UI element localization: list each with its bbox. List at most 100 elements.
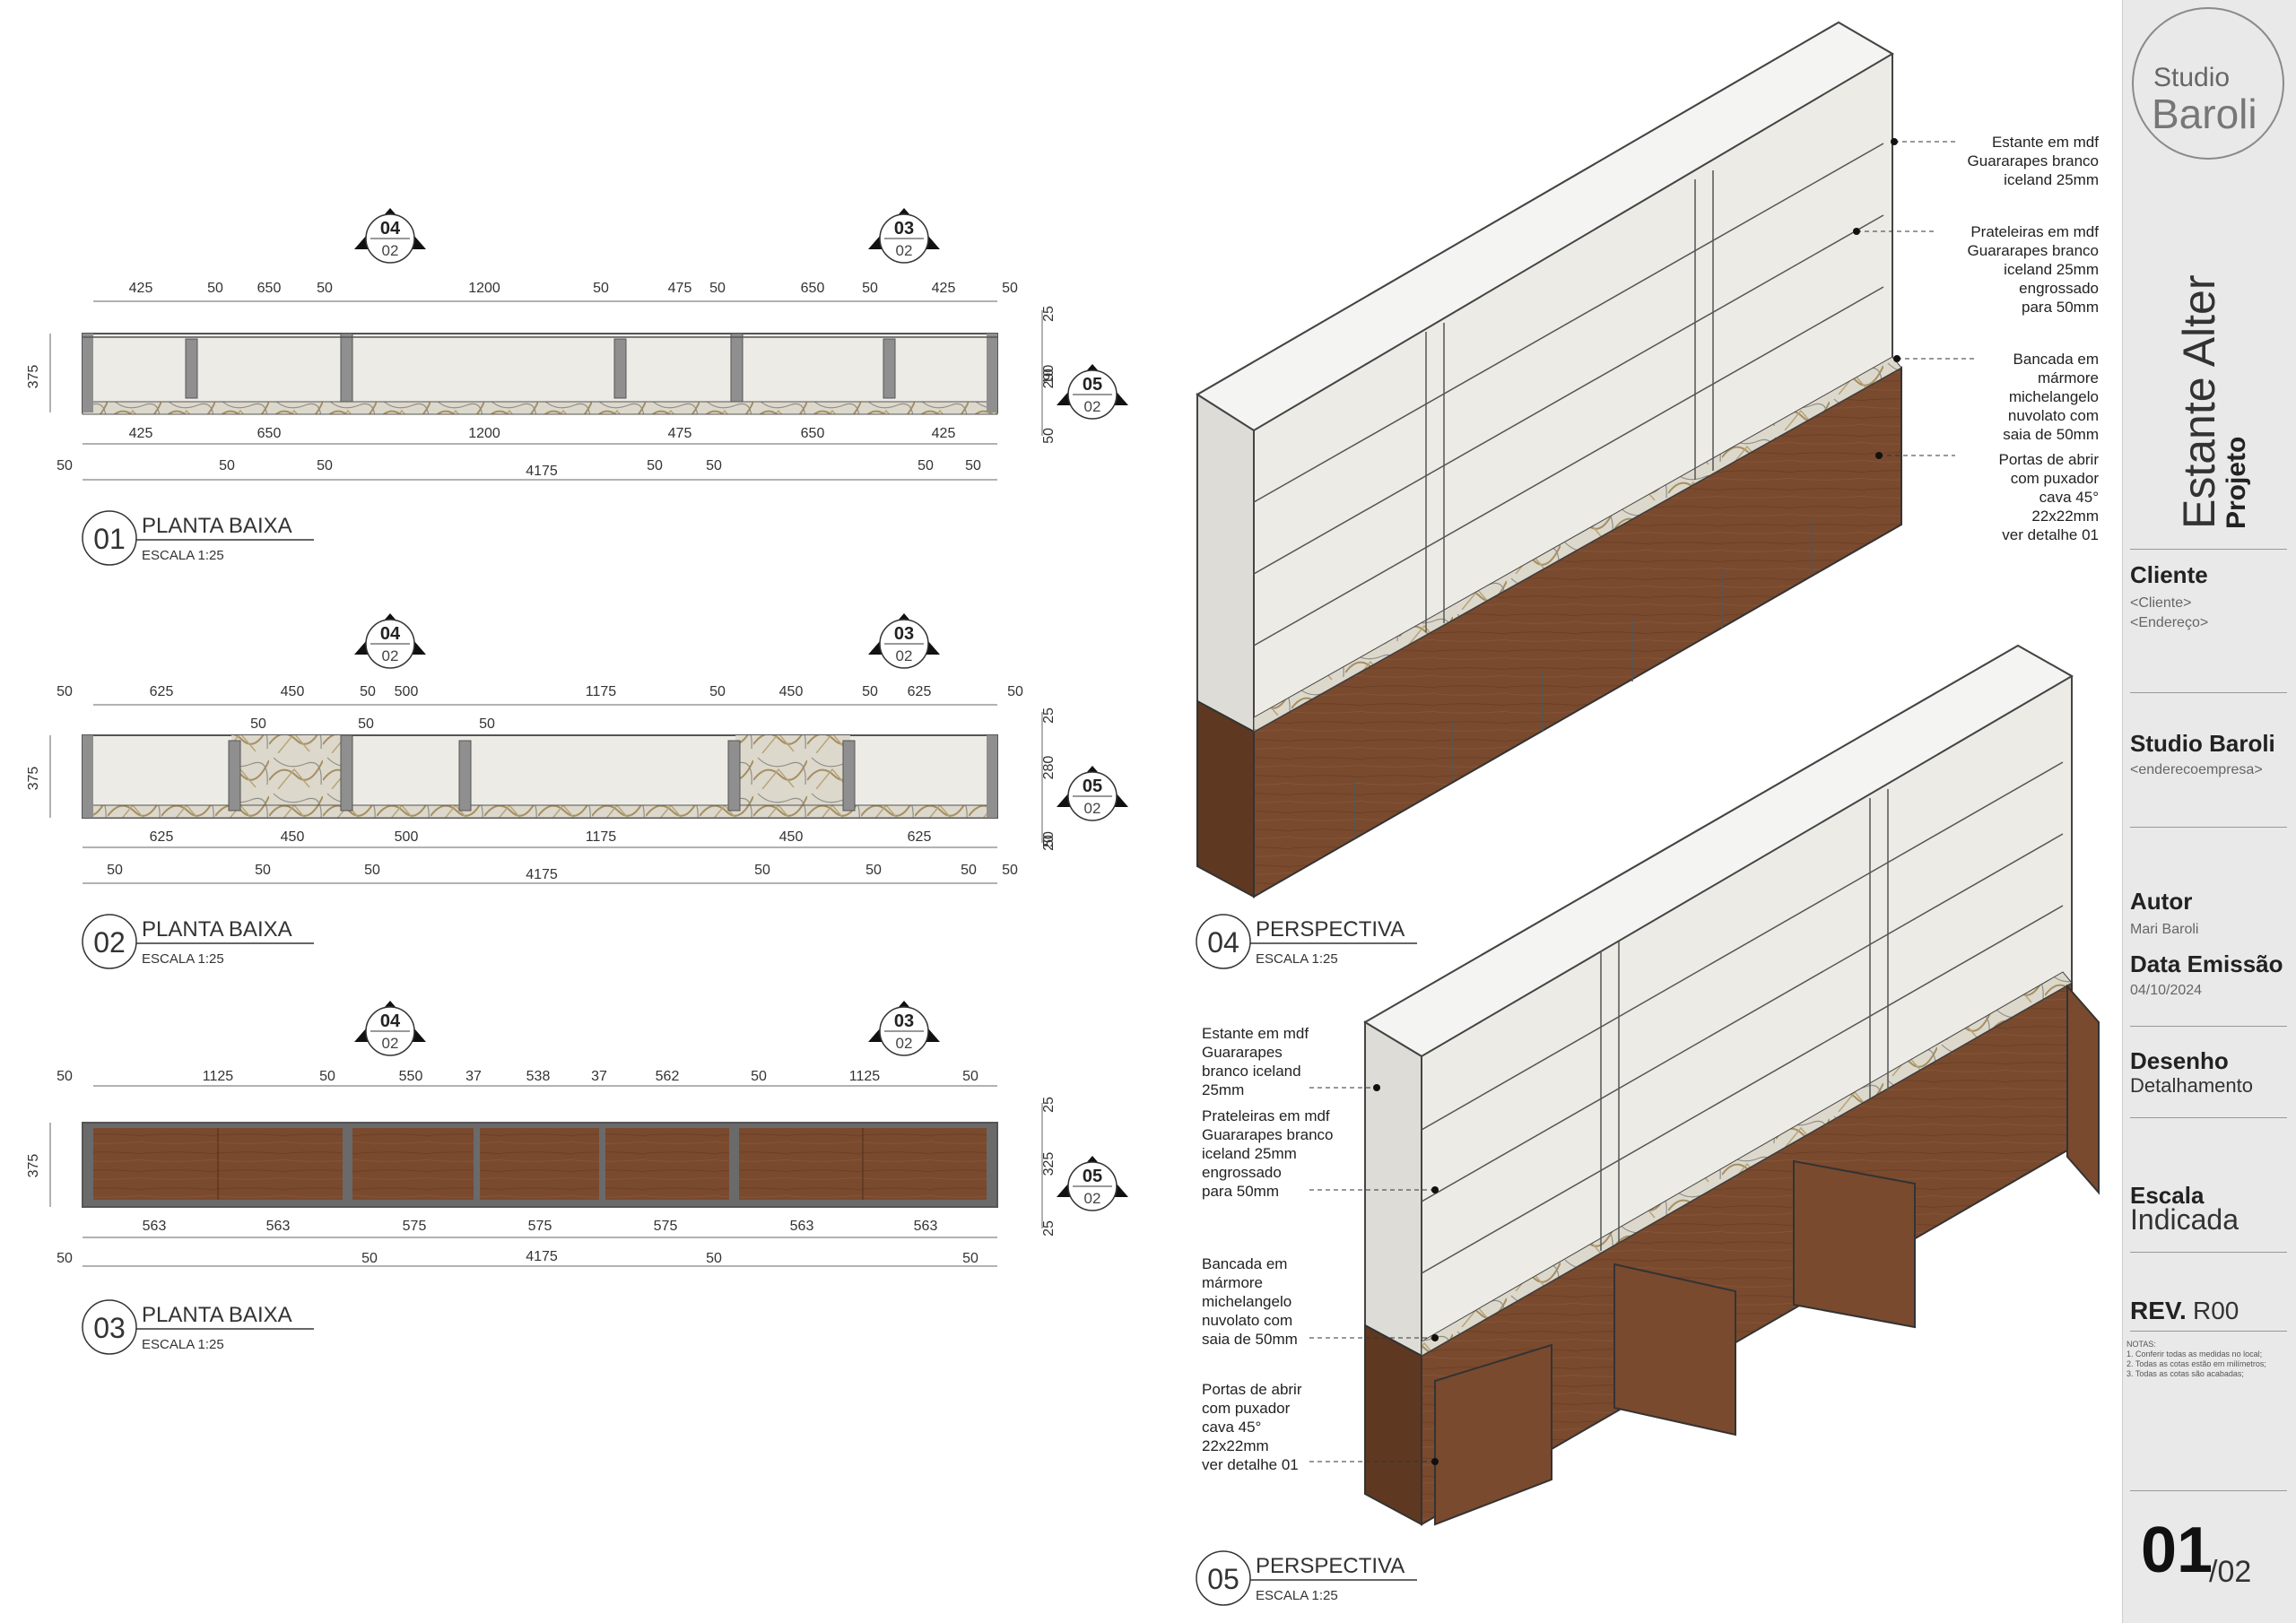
dimension-label: 50	[57, 1251, 73, 1266]
notes-line: 3. Todas as cotas são acabadas;	[2126, 1369, 2244, 1378]
scale-label: Escala	[2130, 1182, 2205, 1209]
divider	[2130, 1490, 2287, 1491]
dimension-label: 650	[801, 426, 825, 441]
material-note: engrossado	[2019, 280, 2099, 297]
dimension-label: 37	[591, 1069, 607, 1084]
material-note: Guararapes	[1202, 1044, 1283, 1061]
dimension-label: 50	[918, 458, 934, 473]
section-marker	[868, 208, 940, 264]
material-note: Portas de abrir	[1202, 1381, 1302, 1398]
notes-line: 2. Todas as cotas estão em milímetros;	[2126, 1359, 2266, 1368]
view-number: 01	[93, 523, 126, 555]
dimension-label: 450	[779, 684, 804, 699]
material-note: ver detalhe 01	[1202, 1456, 1299, 1473]
dimension-label: 50	[57, 458, 73, 473]
company-address: <enderecoempresa>	[2130, 762, 2263, 777]
dimension-label: 50	[364, 863, 380, 878]
material-note: nuvolato com	[1202, 1312, 1292, 1329]
perspective-04	[1196, 21, 1978, 898]
dimension-label: 563	[143, 1219, 167, 1234]
section-marker	[354, 613, 426, 669]
dimension-label: 1175	[586, 829, 617, 845]
company-label: Studio Baroli	[2130, 730, 2275, 757]
dimension-label: 475	[668, 281, 692, 296]
divider	[2130, 692, 2287, 693]
client-value: <Cliente>	[2130, 595, 2192, 611]
marker-sheet: 02	[1084, 398, 1101, 415]
dimension-label: 50	[250, 716, 266, 732]
dimension-label: 280	[1041, 756, 1057, 780]
dimension-label: 650	[257, 426, 282, 441]
view-title: PERSPECTIVA	[1256, 1554, 1405, 1578]
dimension-label: 50	[219, 458, 235, 473]
dimension-label: 563	[790, 1219, 814, 1234]
marker-sheet: 02	[896, 242, 913, 259]
dimension-label: 625	[908, 684, 932, 699]
view-number: 05	[1207, 1563, 1239, 1595]
material-note: Guararapes branco	[1202, 1126, 1333, 1143]
material-note: saia de 50mm	[2003, 426, 2099, 443]
divider	[2130, 1026, 2287, 1027]
dimension-label: 650	[801, 281, 825, 296]
client-address: <Endereço>	[2130, 615, 2209, 630]
dimension-label: 50	[865, 863, 882, 878]
view-scale: ESCALA 1:25	[142, 951, 224, 967]
section-marker	[1057, 364, 1128, 420]
dimension-label: 10	[1041, 369, 1057, 385]
view-scale: ESCALA 1:25	[142, 1337, 224, 1352]
marker-number: 03	[894, 219, 914, 239]
dimension-label: 50	[1041, 428, 1057, 444]
material-note: michelangelo	[2009, 388, 2099, 405]
dimension-label: 563	[266, 1219, 291, 1234]
marker-sheet: 02	[896, 1035, 913, 1052]
notes-line: 1. Conferir todas as medidas no local;	[2126, 1350, 2263, 1358]
dimension-label: 290	[1041, 365, 1057, 389]
dimension-label: 25	[1041, 306, 1057, 322]
marker-sheet: 02	[896, 647, 913, 664]
dimension-label: 625	[150, 829, 174, 845]
rev-label: REV.	[2130, 1297, 2187, 1324]
divider	[2130, 1117, 2287, 1118]
dimension-label: 625	[150, 684, 174, 699]
marker-number: 05	[1083, 777, 1102, 796]
dimension-label: 50	[709, 684, 726, 699]
dimension-label: 425	[129, 426, 153, 441]
title-block: Studio Baroli Estante Alter Projeto Clie…	[2122, 0, 2296, 1623]
marker-sheet: 02	[1084, 800, 1101, 817]
dimension-label: 1200	[468, 426, 500, 441]
dimension-label: 50	[593, 281, 609, 296]
material-note: saia de 50mm	[1202, 1331, 1298, 1348]
marker-number: 05	[1083, 375, 1102, 395]
view-scale: ESCALA 1:25	[1256, 951, 1338, 967]
marker-sheet: 02	[382, 647, 399, 664]
material-note: Estante em mdf	[1202, 1025, 1309, 1042]
material-note: michelangelo	[1202, 1293, 1292, 1310]
material-note: Bancada em	[1202, 1255, 1287, 1272]
date-label: Data Emissão	[2130, 950, 2283, 977]
material-note: iceland 25mm	[2004, 171, 2099, 188]
dimension-label: 475	[668, 426, 692, 441]
material-note: engrossado	[1202, 1164, 1282, 1181]
dimension-label: 575	[528, 1219, 552, 1234]
material-note: Prateleiras em mdf	[1970, 223, 2099, 240]
section-marker	[1057, 766, 1128, 821]
dimension-label: 450	[779, 829, 804, 845]
material-note: para 50mm	[1202, 1183, 1279, 1200]
dimension-label: 375	[26, 767, 41, 791]
dimension-label: 538	[526, 1069, 551, 1084]
page-total: /02	[2209, 1555, 2252, 1589]
view-title: PLANTA BAIXA	[142, 514, 292, 538]
date-value: 04/10/2024	[2130, 983, 2203, 998]
dimension-label: 50	[961, 863, 977, 878]
material-note: iceland 25mm	[1202, 1145, 1297, 1162]
material-note: nuvolato com	[2008, 407, 2099, 424]
section-marker	[1057, 1156, 1128, 1211]
material-note: 22x22mm	[2031, 508, 2099, 525]
divider	[2130, 1252, 2287, 1253]
material-note: com puxador	[2011, 470, 2100, 487]
dimension-label: 575	[654, 1219, 678, 1234]
divider	[2130, 549, 2287, 550]
material-note: Portas de abrir	[1999, 451, 2100, 468]
divider	[2130, 827, 2287, 828]
dimension-label: 50	[962, 1069, 978, 1084]
